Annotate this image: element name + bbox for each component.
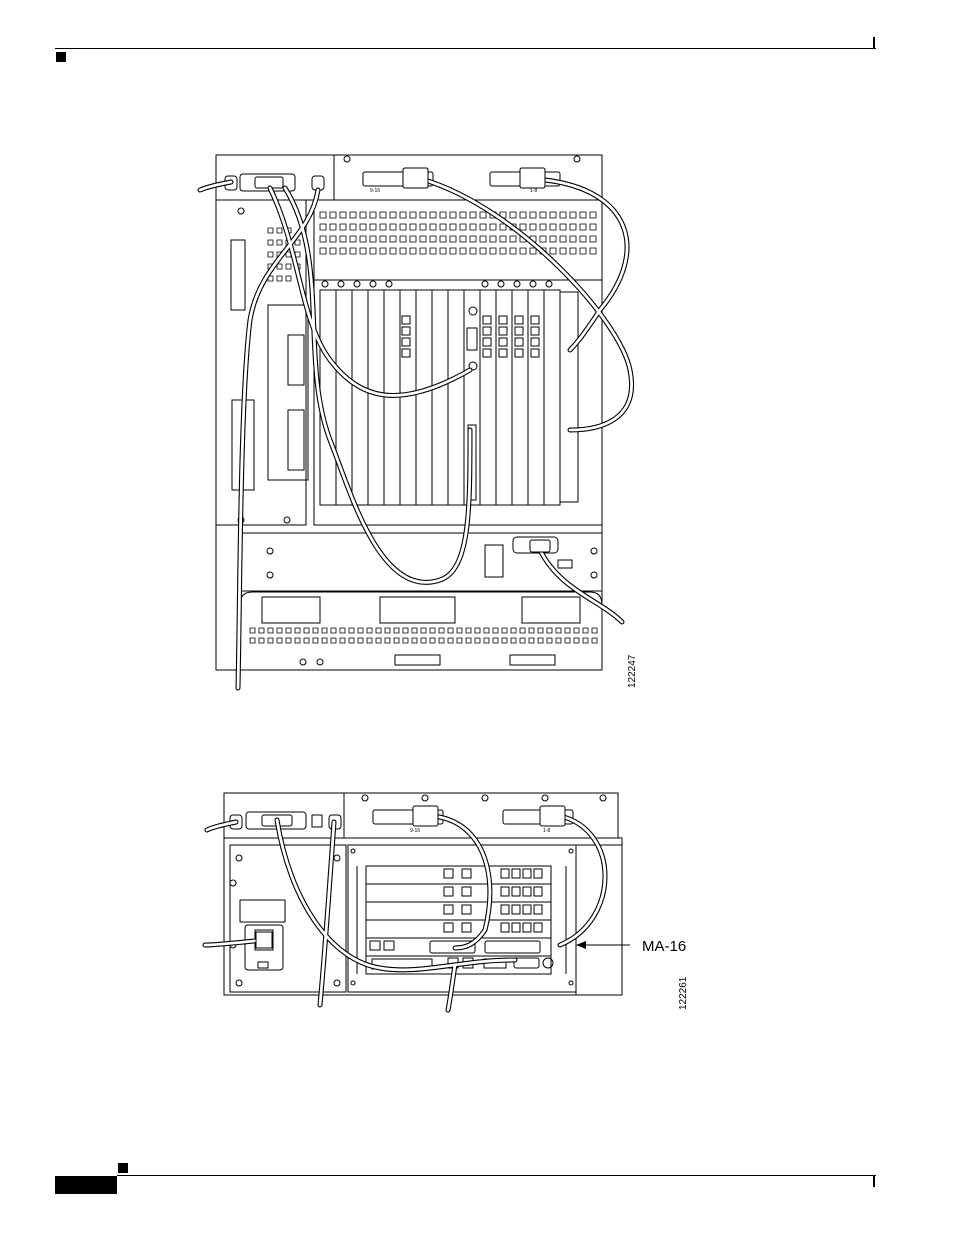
ma16-callout-label: MA-16 xyxy=(642,938,686,955)
ma16-chassis-cabling-figure: 9-16 1-8 MA-16 122261 xyxy=(195,780,695,1015)
footer-rule xyxy=(117,1175,876,1176)
chassis-rear-cabling-figure: 9-16 1-8 122247 xyxy=(190,145,660,705)
fig1-figure-number: 122247 xyxy=(627,654,638,688)
footer-right-tick xyxy=(873,1175,875,1187)
header-marker xyxy=(56,52,66,62)
header-rule xyxy=(55,48,876,49)
fig2-port-label-1-8: 1-8 xyxy=(543,828,550,834)
footer-page-tab xyxy=(55,1176,117,1194)
fig2-figure-number: 122261 xyxy=(678,976,689,1010)
fig2-port-label-9-16: 9-16 xyxy=(410,828,420,834)
fig1-port-label-1-8: 1-8 xyxy=(530,188,537,194)
footer-marker xyxy=(118,1163,128,1173)
header-right-tick xyxy=(873,37,875,49)
fig1-port-label-9-16: 9-16 xyxy=(370,188,380,194)
